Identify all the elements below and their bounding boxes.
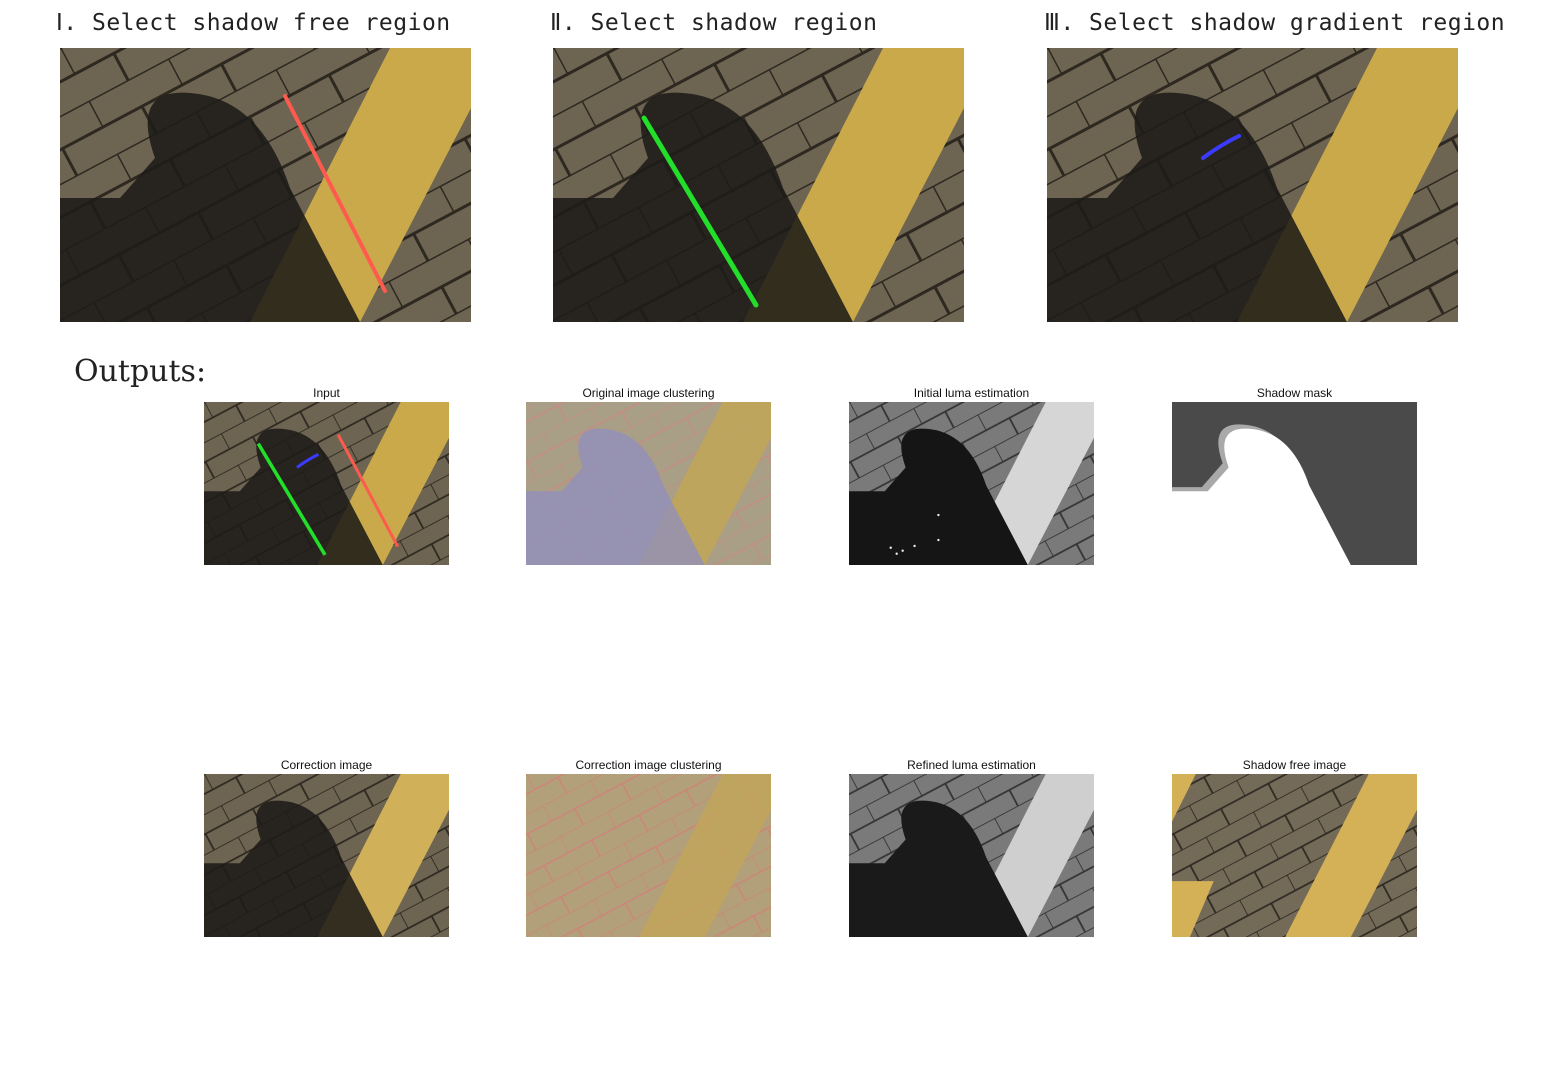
correction-clustering-image: [526, 774, 771, 937]
figure-caption: Input: [313, 386, 340, 400]
shadow-selection-canvas[interactable]: [553, 48, 964, 322]
initial-luma-image: [849, 402, 1094, 565]
figure-correction-image: Correction image: [204, 758, 449, 937]
shadow-stroke: [641, 115, 759, 308]
correction-image: [204, 774, 449, 937]
figure-original-clustering: Original image clustering: [526, 386, 771, 565]
figure-caption: Shadow mask: [1256, 386, 1333, 400]
gradient-stroke: [1201, 134, 1241, 160]
step-title-shadow-free: Ⅰ. Select shadow free region: [56, 10, 451, 36]
figure-caption: Initial luma estimation: [913, 386, 1030, 400]
shadow-free-selection-canvas[interactable]: [60, 48, 471, 322]
figure-initial-luma: Initial luma estimation: [849, 386, 1094, 565]
shadow-free-stroke: [283, 94, 387, 293]
figure-caption: Correction image clustering: [575, 758, 722, 772]
refined-luma-image: [849, 774, 1094, 937]
shadow-mask-image: [1172, 402, 1417, 565]
input-image: [204, 402, 449, 565]
figure-refined-luma: Refined luma estimation: [849, 758, 1094, 937]
figure-caption: Original image clustering: [582, 386, 715, 400]
figure-shadow-mask: Shadow mask: [1172, 386, 1417, 565]
step-title-gradient: Ⅲ. Select shadow gradient region: [1044, 10, 1506, 36]
step-title-shadow: Ⅱ. Select shadow region: [550, 10, 878, 36]
figure-caption: Shadow free image: [1242, 758, 1347, 772]
figure-input: Input: [204, 386, 449, 565]
gradient-selection-canvas[interactable]: [1047, 48, 1458, 322]
figure-caption: Correction image: [280, 758, 373, 772]
figure-correction-clustering: Correction image clustering: [526, 758, 771, 937]
original-clustering-image: [526, 402, 771, 565]
shadow-free-image: [1172, 774, 1417, 937]
figure-shadow-free: Shadow free image: [1172, 758, 1417, 937]
figure-caption: Refined luma estimation: [907, 758, 1036, 772]
outputs-heading: Outputs:: [74, 354, 207, 389]
